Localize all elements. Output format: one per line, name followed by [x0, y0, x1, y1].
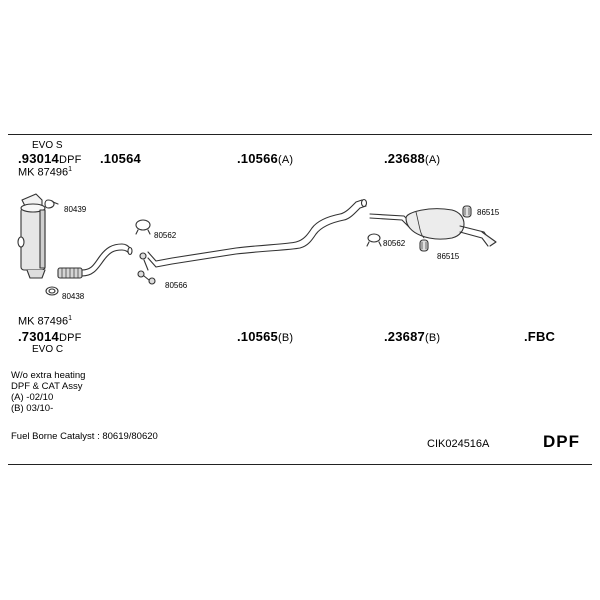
hanger-86515-bottom [419, 239, 429, 252]
front-pipe-10564 [57, 243, 133, 279]
note-line: DPF & CAT Assy [11, 381, 83, 392]
part-number-top-left: .93014DPF [18, 151, 82, 166]
part-number: .73014 [18, 329, 59, 344]
part-23688: .23688(A) [384, 151, 440, 166]
exhaust-system-illustration [17, 193, 497, 296]
part-10566: .10566(A) [237, 151, 293, 166]
category-label: DPF [543, 432, 580, 451]
bracket-80439 [44, 199, 59, 209]
dpf-catalyst-unit [17, 193, 46, 279]
kit-label: MK 87496 [18, 315, 69, 328]
kit-bottom: MK 874961 [18, 315, 72, 328]
callout-80439: 80439 [64, 205, 87, 214]
note-line: W/o extra heating [11, 370, 86, 381]
variant-top: EVO S [32, 140, 63, 151]
hanger-86515-top [462, 205, 472, 218]
exhaust-diagram-sheet: EVO S .93014DPF MK 874961 .10564 .10566(… [0, 134, 600, 465]
kit-mark: 1 [68, 315, 73, 322]
part-number: .10565 [237, 329, 278, 344]
notes-block: W/o extra heating DPF & CAT Assy (A) -02… [11, 370, 85, 414]
drawing-code: CIK024516A [427, 438, 490, 450]
part-suffix: DPF [58, 332, 82, 344]
variant-bottom: EVO C [32, 344, 64, 355]
part-number-bottom-left: .73014DPF [18, 329, 82, 344]
note-line: (A) -02/10 [11, 392, 54, 403]
callout-86515-bottom: 86515 [437, 252, 460, 261]
center-pipe-10566 [147, 198, 368, 268]
part-suffix: (A) [424, 154, 441, 166]
hardware-80566 [137, 252, 156, 285]
bottom-border [8, 464, 592, 465]
part-suffix: (B) [277, 332, 294, 344]
callout-80562-left: 80562 [154, 231, 177, 240]
kit-top: MK 874961 [18, 166, 72, 179]
part-10565: .10565(B) [237, 329, 293, 344]
clamp-80438 [45, 286, 59, 296]
note-line: (B) 03/10- [11, 403, 54, 414]
part-23687: .23687(B) [384, 329, 440, 344]
part-number: .23687 [384, 329, 425, 344]
rear-silencer-23688 [369, 208, 497, 247]
callout-80566: 80566 [165, 281, 188, 290]
part-number: .23688 [384, 151, 425, 166]
callout-86515-top: 86515 [477, 208, 500, 217]
part-number: .10566 [237, 151, 278, 166]
part-number: .FBC [524, 329, 556, 344]
clamp-80562-left [135, 219, 151, 235]
part-fbc: .FBC [524, 329, 555, 344]
part-number: .10564 [100, 151, 141, 166]
kit-label: MK 87496 [18, 166, 69, 179]
part-suffix: (B) [424, 332, 441, 344]
top-border [8, 134, 592, 135]
part-number: .93014 [18, 151, 59, 166]
part-suffix: (A) [277, 154, 294, 166]
callout-80438: 80438 [62, 292, 85, 301]
kit-mark: 1 [68, 166, 73, 173]
part-10564: .10564 [100, 151, 141, 166]
part-suffix: DPF [58, 154, 82, 166]
clamp-80562-right [366, 233, 382, 247]
callout-80562-right: 80562 [383, 239, 406, 248]
catalyst-note: Fuel Borne Catalyst : 80619/80620 [11, 431, 158, 442]
